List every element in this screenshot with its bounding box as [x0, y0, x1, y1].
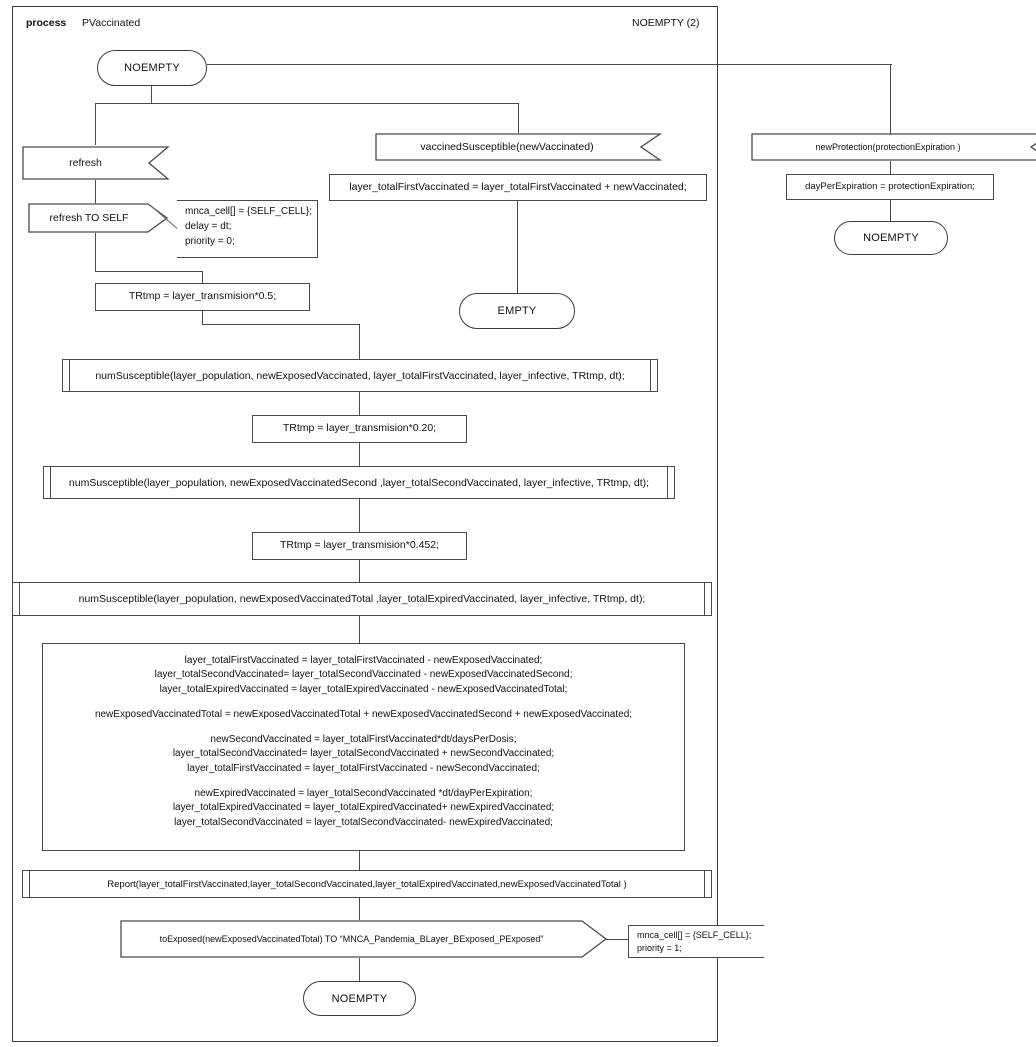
- comment-line: priority = 1;: [637, 943, 682, 954]
- comment-line: mnca_cell[] = {SELF_CELL};: [637, 930, 752, 940]
- comment-line: priority = 0;: [185, 236, 235, 247]
- comment-leader-refresh: [149, 204, 182, 233]
- task-trtmp-0452[interactable]: TRtmp = layer_transmision*0.452;: [252, 532, 467, 560]
- process-name: PVaccinated: [82, 17, 141, 29]
- equation-gap: [55, 697, 672, 708]
- connector-protection-to-task: [890, 161, 892, 174]
- procedure-report[interactable]: Report(layer_totalFirstVaccinated,layer_…: [22, 870, 712, 898]
- connector-spine-to-proc1: [359, 324, 361, 360]
- task-day-per-expiration[interactable]: dayPerExpiration = protectionExpiration;: [786, 174, 994, 200]
- connector-split-h: [95, 103, 519, 105]
- process-frame: [12, 6, 718, 1042]
- task-first-vaccinated-update[interactable]: layer_totalFirstVaccinated = layer_total…: [329, 174, 707, 201]
- connector-protection-task-to-state: [890, 200, 892, 221]
- equation-line: layer_totalSecondVaccinated= layer_total…: [172, 748, 555, 760]
- connector-trtmp020-to-proc2: [359, 443, 361, 466]
- connector-start-down: [151, 86, 153, 104]
- output-signal-to-exposed[interactable]: toExposed(newExposedVaccinatedTotal) TO …: [120, 920, 608, 958]
- connector-vaccined-down: [518, 103, 520, 133]
- connector-refresh-to-self: [95, 180, 97, 203]
- connector-self-down: [95, 233, 97, 272]
- connector-trtmp0452-to-proc3: [359, 560, 361, 582]
- comment-line: mnca_cell[] = {SELF_CELL};: [185, 206, 313, 217]
- state-noempty-protection-end[interactable]: NOEMPTY: [834, 221, 948, 255]
- state-empty[interactable]: EMPTY: [459, 293, 575, 329]
- input-signal-vaccined-susceptible[interactable]: vaccinedSusceptible(newVaccinated): [375, 133, 663, 161]
- connector-start-to-protection-h: [207, 64, 892, 66]
- equation-line: layer_totalFirstVaccinated = layer_total…: [184, 655, 543, 666]
- equation-gap: [55, 722, 672, 733]
- equation-line: layer_totalSecondVaccinated = layer_tota…: [174, 816, 553, 828]
- connector-refresh-down: [95, 103, 97, 145]
- connector-toexposed-to-end: [359, 958, 361, 981]
- procedure-num-susceptible-first[interactable]: numSusceptible(layer_population, newExpo…: [62, 359, 658, 392]
- comment-to-exposed: mnca_cell[] = {SELF_CELL}; priority = 1;: [628, 925, 764, 958]
- connector-protection-down: [890, 64, 892, 135]
- page-label: NOEMPTY (2): [632, 17, 700, 29]
- process-keyword: process: [26, 17, 67, 29]
- connector-trtmp05-jog-h: [202, 324, 360, 326]
- task-trtmp-020[interactable]: TRtmp = layer_transmision*0.20;: [252, 415, 467, 443]
- equation-gap: [55, 776, 672, 787]
- connector-proc3-to-bigblock: [359, 616, 361, 643]
- input-signal-refresh[interactable]: refresh: [22, 146, 170, 180]
- input-signal-new-protection[interactable]: newProtection(protectionExpiration ): [751, 133, 1036, 161]
- comment-refresh-to-self: mnca_cell[] = {SELF_CELL}; delay = dt; p…: [177, 200, 318, 258]
- task-vaccination-update-block[interactable]: layer_totalFirstVaccinated = layer_total…: [42, 643, 685, 851]
- connector-self-jog-v: [202, 271, 204, 283]
- equation-line: newExposedVaccinatedTotal = newExposedVa…: [94, 708, 633, 720]
- connector-trtmp05-down: [202, 311, 204, 325]
- equation-line: newSecondVaccinated = layer_totalFirstVa…: [210, 734, 517, 746]
- connector-report-to-toexposed: [359, 898, 361, 920]
- procedure-num-susceptible-second[interactable]: numSusceptible(layer_population, newExpo…: [43, 466, 675, 499]
- connector-proc1-to-trtmp020: [359, 392, 361, 415]
- equation-line: layer_totalSecondVaccinated= layer_total…: [154, 669, 573, 681]
- equation-line: layer_totalExpiredVaccinated = layer_tot…: [172, 802, 555, 814]
- output-signal-refresh-to-self[interactable]: refresh TO SELF: [28, 203, 169, 233]
- comment-leader-to-exposed: [606, 939, 630, 941]
- connector-self-jog-h: [95, 271, 203, 273]
- connector-proc2-to-trtmp0452: [359, 499, 361, 532]
- equation-line: layer_totalExpiredVaccinated = layer_tot…: [159, 683, 568, 695]
- equation-line: newExpiredVaccinated = layer_totalSecond…: [194, 788, 533, 800]
- state-noempty-start[interactable]: NOEMPTY: [97, 50, 207, 86]
- procedure-num-susceptible-total[interactable]: numSusceptible(layer_population, newExpo…: [12, 582, 712, 616]
- comment-line: delay = dt;: [185, 221, 232, 232]
- connector-vaccined-to-empty: [517, 201, 519, 293]
- equation-line: layer_totalFirstVaccinated = layer_total…: [187, 762, 540, 774]
- connector-bigblock-to-report: [359, 851, 361, 870]
- state-noempty-end[interactable]: NOEMPTY: [303, 981, 416, 1016]
- task-trtmp-05[interactable]: TRtmp = layer_transmision*0.5;: [95, 283, 310, 311]
